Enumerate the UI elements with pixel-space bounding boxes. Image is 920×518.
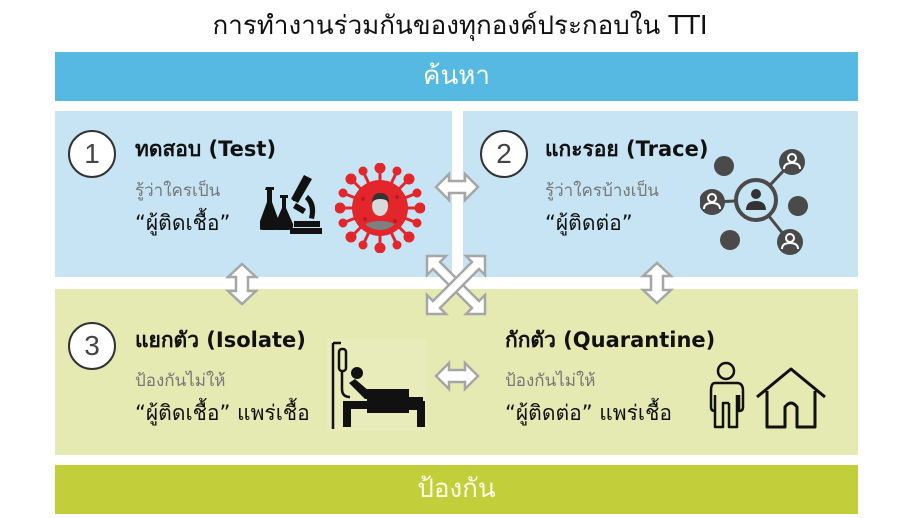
step-heading: แยกตัว (Isolate) — [135, 328, 306, 352]
step-number-badge: 2 — [480, 130, 528, 178]
step-subtitle: รู้ว่าใครเป็น — [135, 181, 221, 201]
step-quote: “ผู้ติดเชื้อ” แพร่เชื้อ — [135, 401, 310, 425]
step-test-panel: 1 ทดสอบ (Test) รู้ว่าใครเป็น “ผู้ติดเชื้… — [55, 111, 452, 277]
person-outline-icon — [709, 361, 745, 429]
step-heading: ทดสอบ (Test) — [135, 137, 277, 161]
step-heading: แกะรอย (Trace) — [545, 137, 709, 161]
step-subtitle: ป้องกันไม่ให้ — [505, 371, 596, 391]
step-heading: กักตัว (Quarantine) — [505, 328, 716, 352]
cross-arrows-icon — [425, 254, 487, 316]
step-quote: “ผู้ติดเชื้อ” — [135, 211, 231, 235]
hospital-bed-patient-icon — [327, 339, 427, 431]
double-arrow-horizontal-icon — [434, 360, 480, 392]
prevent-bar-label: ป้องกัน — [55, 465, 858, 514]
virus-person-icon — [335, 163, 425, 253]
double-arrow-vertical-icon — [640, 261, 674, 305]
step-number-badge: 3 — [68, 322, 116, 370]
step-quote: “ผู้ติดต่อ” — [545, 211, 633, 235]
step-subtitle: ป้องกันไม่ให้ — [135, 371, 226, 391]
step-number-badge: 1 — [68, 130, 116, 178]
step-trace-panel: 2 แกะรอย (Trace) รู้ว่าใครบ้างเป็น “ผู้ต… — [463, 111, 858, 277]
step-subtitle: รู้ว่าใครบ้างเป็น — [545, 181, 659, 201]
contact-network-icon — [700, 149, 808, 255]
lab-flasks-microscope-icon — [260, 175, 322, 234]
double-arrow-horizontal-icon — [434, 171, 480, 203]
diagram-title: การทำงานร่วมกันของทุกองค์ประกอบใน TTI — [212, 11, 708, 41]
search-bar-label: ค้นหา — [55, 52, 858, 101]
double-arrow-vertical-icon — [225, 262, 259, 306]
step-quote: “ผู้ติดต่อ” แพร่เชื้อ — [505, 401, 672, 425]
house-outline-icon — [756, 367, 826, 429]
